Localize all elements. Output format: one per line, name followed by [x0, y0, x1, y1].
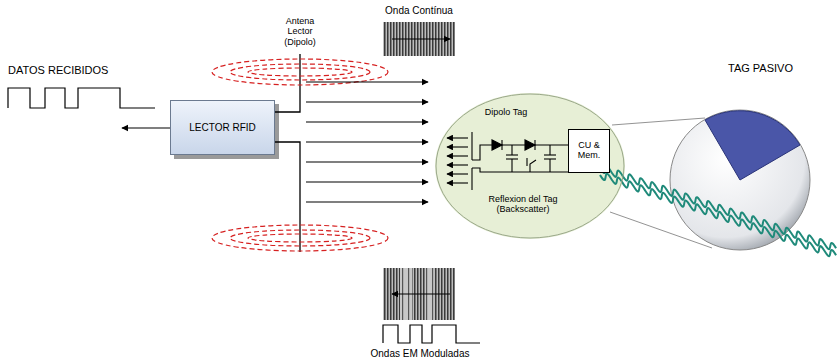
forward-arrows [306, 82, 428, 202]
tag-ellipse: Dipolo TagReflexion del Tag (Backscatter… [435, 93, 625, 239]
antenna-label: Antena Lector (Dipolo) [272, 16, 328, 47]
reader-box: LECTOR RFID [170, 100, 275, 155]
backscatter-arrows [447, 138, 468, 183]
wave-arrow [392, 38, 450, 39]
tag-ellipse-fill [435, 93, 625, 239]
backscatter-label: Reflexion del Tag (Backscatter) [473, 194, 573, 215]
modulated-data-wave [383, 325, 480, 343]
data-wave [8, 88, 155, 108]
modulated-wave-label: Ondas EM Moduladas [362, 348, 478, 360]
tag-circuit [472, 132, 568, 190]
reader-antenna [275, 54, 300, 252]
modulated-wave [383, 268, 455, 320]
continuous-wave-label: Onda Contínua [378, 5, 460, 17]
node-text: LECTOR RFID [189, 122, 256, 133]
mod-arrow [392, 293, 450, 294]
chip-box: CU & Mem. [568, 129, 610, 173]
tag-sphere-wedge [705, 111, 800, 180]
field-rings [212, 59, 388, 251]
continuous-wave [383, 22, 455, 56]
tag-label: TAG PASIVO [728, 62, 793, 75]
node-text: CU & Mem. [569, 141, 609, 161]
tag-dipole-label: Dipolo Tag [483, 107, 529, 117]
data-label: DATOS RECIBIDOS [8, 64, 108, 77]
output-arrow [122, 127, 170, 128]
tag-antenna-coil [600, 167, 836, 257]
